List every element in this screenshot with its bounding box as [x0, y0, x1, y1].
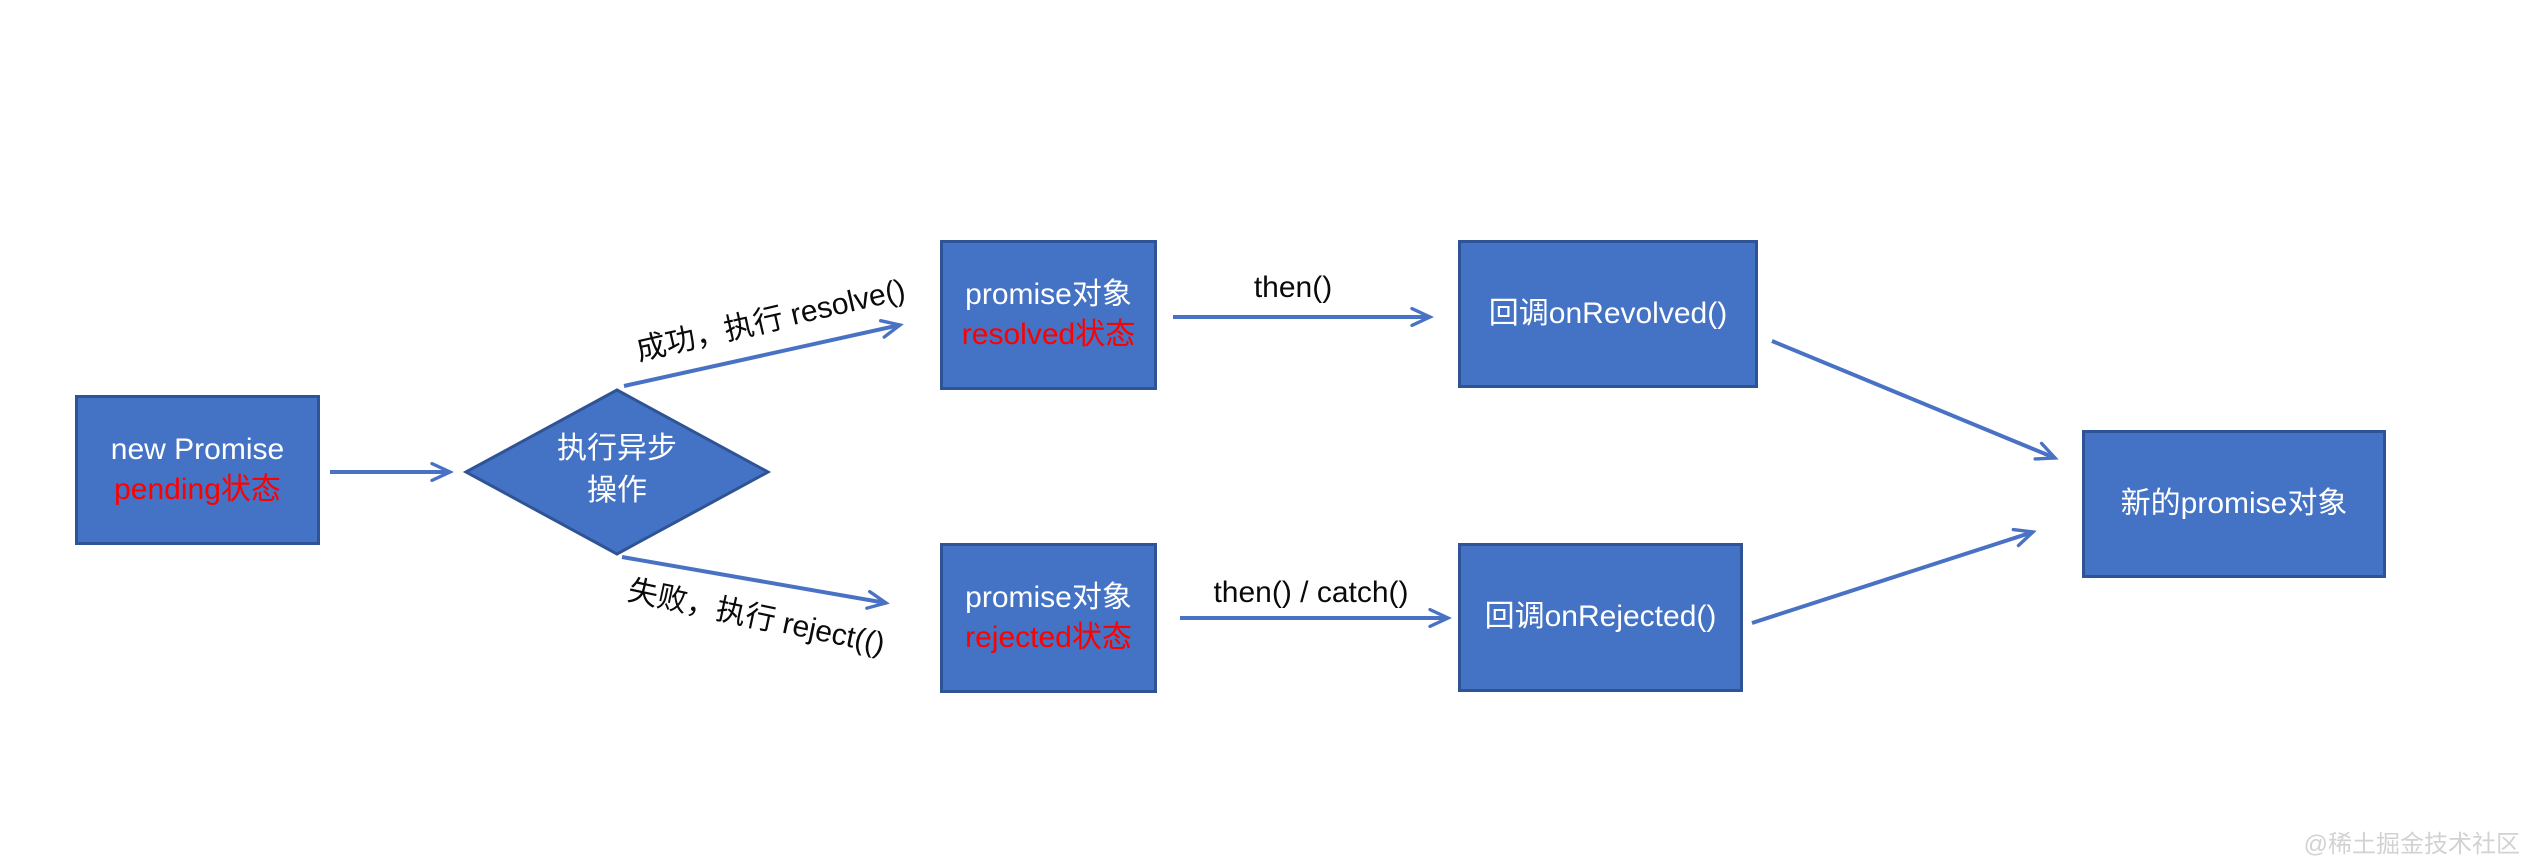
decision-label-line2: 操作	[587, 474, 647, 507]
flow-node-new-promise-result: 新的promise对象	[2082, 430, 2386, 578]
node-state-pending: pending状态	[114, 473, 281, 506]
node-label: 新的promise对象	[2120, 486, 2348, 520]
arrow-onrevolved-to-newpromise	[1771, 339, 2055, 458]
flow-node-promise-resolved: promise对象 resolved状态	[940, 240, 1157, 390]
node-label-line1: promise对象	[965, 580, 1132, 614]
node-label: 回调onRejected()	[1484, 600, 1717, 634]
decision-diamond-label: 执行异步 操作	[517, 428, 717, 512]
node-label-line1: promise对象	[965, 277, 1132, 311]
arrow-onrejected-to-newpromise	[1751, 532, 2033, 625]
decision-diamond-shape	[462, 388, 772, 556]
node-label-line1: new Promise	[110, 432, 285, 466]
flow-node-promise-rejected: promise对象 rejected状态	[940, 543, 1157, 693]
flow-node-new-promise: new Promise pending状态	[75, 395, 320, 545]
edge-label-then-catch: then() / catch()	[1213, 576, 1409, 609]
decision-label-line1: 执行异步	[557, 432, 677, 465]
flow-node-callback-onrejected: 回调onRejected()	[1458, 543, 1743, 692]
flow-node-callback-onrevolved: 回调onRevolved()	[1458, 240, 1758, 388]
watermark-juejin-community: @稀土掘金技术社区	[2303, 831, 2520, 858]
node-state-resolved: resolved状态	[961, 318, 1136, 351]
node-label: 回调onRevolved()	[1488, 296, 1728, 330]
node-state-rejected: rejected状态	[965, 621, 1132, 654]
arrow-decision-to-resolved	[623, 325, 900, 388]
edge-label-then: then()	[1253, 271, 1333, 304]
arrow-decision-to-rejected	[621, 555, 886, 603]
